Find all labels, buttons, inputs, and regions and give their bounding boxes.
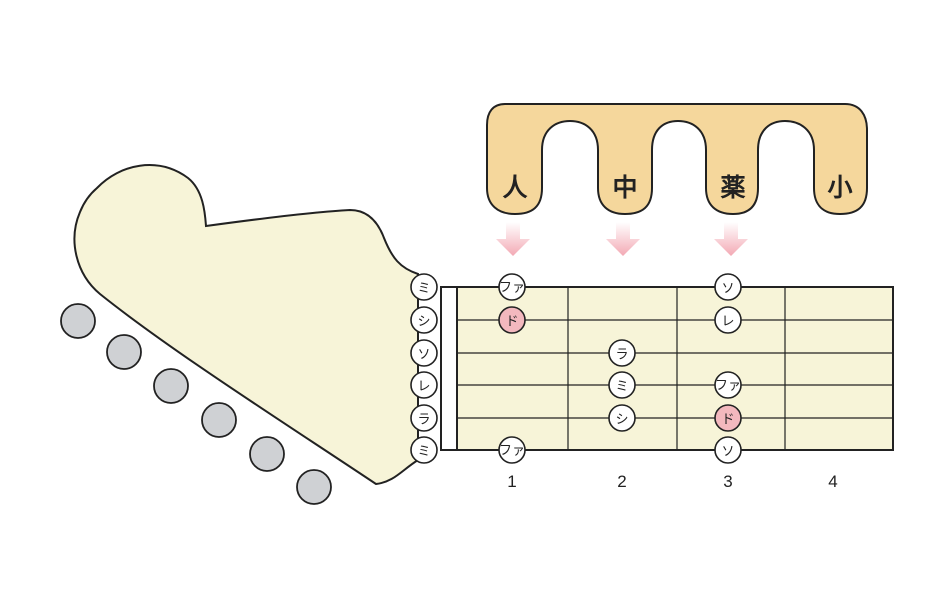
note-circle [410, 371, 438, 399]
fret-lines [567, 287, 786, 450]
nut [440, 286, 458, 451]
note-marker: ソ [410, 339, 438, 367]
note-label: ミ [417, 281, 430, 296]
note-marker: ド [498, 306, 526, 334]
note-marker: ファ [498, 436, 526, 464]
tuning-peg [106, 334, 142, 370]
note-circle [608, 404, 636, 432]
finger-arrows [496, 222, 748, 256]
note-circle [410, 273, 438, 301]
finger-label: 人 [502, 173, 527, 202]
tuning-peg [249, 436, 285, 472]
note-marker: ド [714, 404, 742, 432]
note-circle [714, 436, 742, 464]
note-circle [410, 404, 438, 432]
note-label: ミ [417, 444, 430, 459]
note-circle [498, 436, 526, 464]
tuning-peg [153, 368, 189, 404]
string-lines [457, 286, 893, 451]
finger-label: 薬 [720, 173, 745, 202]
note-circle [608, 371, 636, 399]
note-circle [714, 371, 742, 399]
finger-labels: 人中薬小 [502, 173, 852, 202]
note-circle [498, 273, 526, 301]
note-circle [714, 404, 742, 432]
note-marker: シ [410, 306, 438, 334]
note-label: ファ [499, 280, 525, 295]
note-label: ラ [615, 347, 628, 362]
tuning-peg [201, 402, 237, 438]
hand-shape [486, 103, 868, 216]
note-marker: レ [714, 306, 742, 334]
note-label: レ [721, 314, 734, 329]
note-marker: ソ [714, 273, 742, 301]
down-arrow-icon [606, 222, 640, 256]
note-label: ファ [499, 443, 525, 458]
finger-label: 小 [827, 173, 852, 202]
fret-number: 3 [723, 472, 732, 491]
note-marker: シ [608, 404, 636, 432]
finger-label: 中 [612, 173, 637, 202]
note-marker: ミ [410, 273, 438, 301]
note-circle [410, 306, 438, 334]
note-label: シ [417, 314, 430, 329]
fret-number: 1 [507, 472, 516, 491]
note-label: シ [615, 412, 628, 427]
note-marker: ラ [608, 339, 636, 367]
note-label: ソ [417, 347, 430, 362]
note-circle [498, 306, 526, 334]
tuning-pegs [60, 303, 332, 505]
note-label: ド [721, 412, 734, 427]
note-label: ファ [715, 378, 741, 393]
fret-number: 2 [617, 472, 626, 491]
fret-number: 4 [828, 472, 837, 491]
note-circle [410, 339, 438, 367]
down-arrow-icon [496, 222, 530, 256]
note-circle [714, 306, 742, 334]
note-label: ド [505, 314, 518, 329]
note-label: ソ [721, 281, 734, 296]
tuning-peg [60, 303, 96, 339]
note-label: ソ [721, 444, 734, 459]
note-label: ラ [417, 412, 430, 427]
note-label: ミ [615, 379, 628, 394]
note-circle [608, 339, 636, 367]
note-marker: ソ [714, 436, 742, 464]
note-label: レ [417, 379, 430, 394]
tuning-peg [296, 469, 332, 505]
note-marker: ファ [498, 273, 526, 301]
note-marker: ファ [714, 371, 742, 399]
note-circle [410, 436, 438, 464]
note-marker: レ [410, 371, 438, 399]
headstock [73, 164, 419, 486]
note-marker: ミ [410, 436, 438, 464]
fret-numbers: 1 2 3 4 [507, 472, 837, 491]
note-marker: ラ [410, 404, 438, 432]
note-marker: ミ [608, 371, 636, 399]
note-circle [714, 273, 742, 301]
down-arrow-icon [714, 222, 748, 256]
